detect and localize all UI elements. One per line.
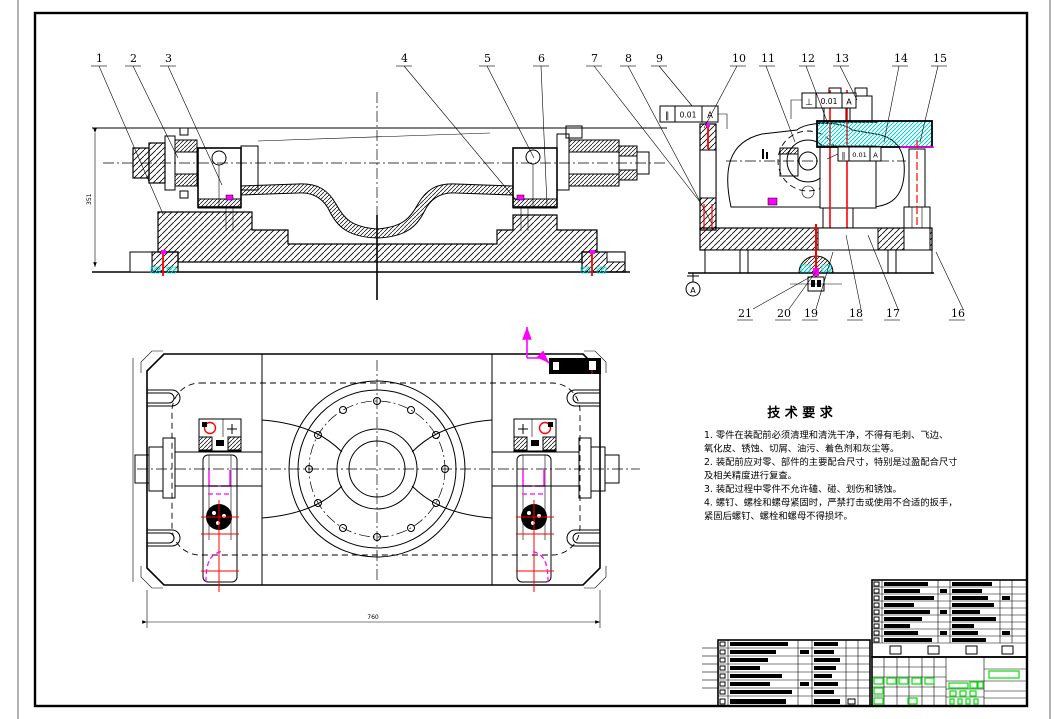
callout-14: 14 — [894, 52, 908, 65]
callout-7: 7 — [591, 52, 598, 65]
clamp-screw-highlight — [516, 194, 525, 201]
support-column-left — [699, 123, 717, 231]
bom-left-entries — [719, 641, 856, 705]
bom-table-left — [702, 639, 871, 707]
callout-21: 21 — [738, 307, 752, 320]
base-plate-outline — [146, 353, 601, 586]
callout-13: 13 — [835, 52, 849, 65]
centre-flange — [261, 380, 493, 558]
gdt-datum: A — [846, 98, 852, 107]
callout-5: 5 — [484, 52, 491, 65]
tolerance-frame-parallel-left: ∥ 0.01 A — [659, 105, 728, 129]
callout-11: 11 — [761, 52, 775, 65]
tech-req-line-6: 4. 螺钉、螺栓和螺母紧固时，严禁打击或使用不合适的扳手， — [704, 497, 958, 509]
callout-17: 17 — [886, 307, 900, 320]
gdt-datum: A — [873, 152, 878, 160]
plan-width-dimension: 760 — [142, 590, 601, 628]
gdt-symbol: ∥ — [665, 112, 670, 122]
tech-req-line-4: 及相关精度进行复查。 — [704, 470, 797, 482]
datum-a-label: A — [690, 286, 696, 295]
plan-clamp-right — [513, 418, 557, 592]
tech-req-line-7: 紧固后螺钉、螺栓和螺母不得损坏。 — [704, 510, 853, 522]
callout-20: 20 — [777, 307, 791, 320]
tolerance-frame-parallel-mid: ∥ 0.01 A — [826, 146, 882, 162]
tech-req-line-5: 3. 装配过程中零件不允许磕、碰、划伤和锈蚀。 — [704, 483, 902, 495]
gdt-symbol: ∥ — [842, 151, 846, 160]
callout-12: 12 — [801, 52, 815, 65]
callout-15: 15 — [933, 52, 947, 65]
callout-19: 19 — [804, 307, 818, 320]
tech-req-line-2: 氧化皮、锈蚀、切屑、油污、着色剂和灰尘等。 — [704, 443, 899, 455]
edge-slots — [147, 389, 600, 547]
plan-width-value: 760 — [367, 614, 379, 621]
clamp-screw-highlight — [225, 194, 234, 201]
callout-4: 4 — [401, 52, 408, 65]
title-block — [871, 656, 1028, 707]
tech-req-title: 技 术 要 求 — [767, 405, 834, 421]
side-section-view: A ∥ 0.01 A ⊥ 0.01 A ∥ 0.01 — [659, 52, 965, 321]
plan-shaft-right — [492, 437, 620, 499]
pressure-plate — [816, 120, 933, 148]
position-tolerance-box: ◎ — [522, 327, 601, 374]
callout-6: 6 — [538, 52, 545, 65]
output-shaft-right — [556, 125, 650, 191]
side-callouts: 10 11 12 13 14 15 21 20 19 18 17 16 — [703, 52, 965, 321]
callout-3: 3 — [165, 52, 172, 65]
callout-1: 1 — [96, 52, 103, 65]
front-height-value: 351 — [86, 193, 93, 205]
plan-clamp-left — [198, 418, 242, 592]
callout-9: 9 — [656, 52, 663, 65]
gdt-value: 0.01 — [680, 111, 697, 120]
tech-req-line-3: 2. 装配前应对零、部件的主要配合尺寸，特别是过盈配合尺寸 — [704, 456, 958, 468]
callout-2: 2 — [130, 52, 137, 65]
clamp-studs — [818, 87, 878, 250]
bom-table-right — [871, 579, 1028, 658]
front-callouts: 1 2 3 4 5 6 7 8 9 — [91, 52, 713, 225]
sheet-frame — [17, 0, 1051, 719]
plan-view: ◎ 760 — [132, 327, 640, 628]
callout-18: 18 — [849, 307, 863, 320]
callout-10: 10 — [732, 52, 746, 65]
datum-a-flag: A — [685, 273, 701, 297]
plan-shaft-left — [134, 437, 262, 499]
corner-details — [140, 350, 607, 589]
front-height-dimension: 351 — [86, 128, 97, 267]
gdt-value: 0.01 — [821, 97, 838, 106]
bom-right-entries — [873, 581, 1014, 655]
fixture-base — [129, 211, 626, 276]
gdt-value: 0.01 — [852, 151, 866, 159]
side-base — [688, 224, 934, 292]
title-block-fields — [873, 670, 1020, 705]
tech-req-line-1: 1. 零件在装配前必须清理和清洗干净，不得有毛刺、飞边、 — [704, 429, 948, 441]
callout-16: 16 — [951, 307, 965, 320]
front-section-view: 3 5 1 — [86, 52, 713, 300]
callout-8: 8 — [625, 52, 632, 65]
technical-requirements: 技 术 要 求 1. 零件在装配前必须清理和清洗干净，不得有毛刺、飞边、 氧化皮… — [704, 405, 958, 522]
tolerance-frame-perpendicular-top: ⊥ 0.01 A — [790, 92, 857, 119]
position-symbol: ◎ — [570, 361, 580, 374]
gdt-symbol: ⊥ — [805, 98, 813, 108]
input-shaft-left — [132, 127, 198, 199]
